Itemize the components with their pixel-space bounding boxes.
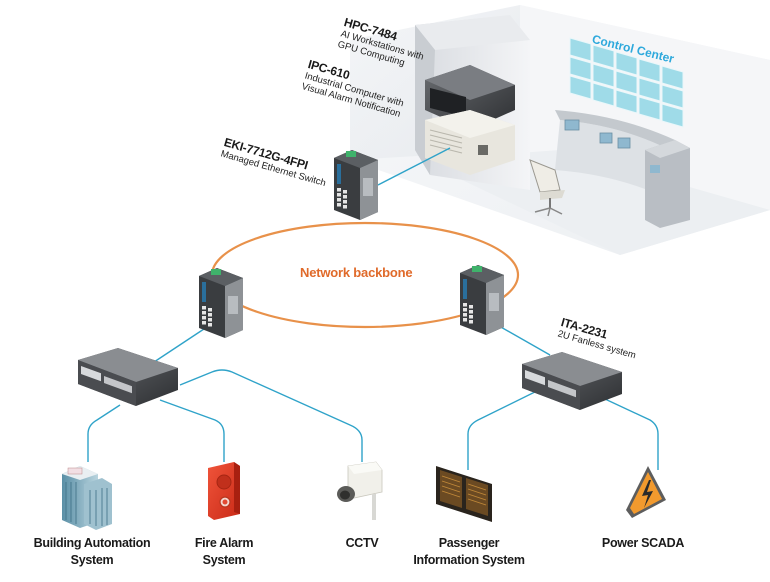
control-desk [555, 110, 690, 228]
link-ita-to-scada [589, 391, 659, 470]
video-wall [569, 37, 684, 128]
video-wall-panel [592, 63, 615, 88]
video-wall-panel [615, 89, 638, 114]
managed-switch-right[interactable] [460, 265, 504, 335]
video-wall-panel [569, 37, 592, 62]
network-backbone-label: Network backbone [300, 265, 413, 280]
link-left-server-to-cctv [179, 369, 363, 462]
endpoint-label-fire-alarm: Fire Alarm System [174, 535, 274, 569]
video-wall-panel [661, 65, 684, 90]
video-wall-panel [569, 75, 592, 100]
building-icon [62, 466, 112, 530]
endpoint-label-line2: Information System [413, 553, 525, 567]
passenger-display-icon [436, 466, 492, 522]
endpoint-label-cctv: CCTV [322, 535, 402, 552]
endpoint-label-line1: Passenger [438, 536, 500, 550]
video-wall-panel [661, 84, 684, 109]
video-wall-panel [592, 82, 615, 107]
video-wall-panel [615, 70, 638, 95]
endpoint-label-line1: Building Automation [33, 536, 151, 550]
video-wall-panel [592, 44, 615, 69]
video-wall-panel [661, 103, 684, 128]
link-left-server-to-fire-alarm [159, 399, 225, 462]
video-wall-panel [569, 56, 592, 81]
ita-2231-server[interactable] [522, 352, 622, 410]
ipc-610-chassis [425, 110, 515, 175]
link-ita-to-passenger [467, 386, 546, 470]
link-switch-to-ipc [377, 147, 451, 186]
fire-alarm-icon [208, 462, 240, 520]
managed-switch-left[interactable] [199, 268, 243, 338]
video-wall-panel [638, 96, 661, 121]
video-wall-panel [615, 51, 638, 76]
endpoint-label-line1: Fire Alarm [194, 536, 254, 550]
video-wall-panel [638, 77, 661, 102]
endpoint-label-line1: Power SCADA [601, 536, 685, 550]
managed-switch-top[interactable] [334, 150, 378, 220]
endpoint-label-line1: CCTV [345, 536, 379, 550]
endpoint-label-line2: System [202, 553, 246, 567]
high-voltage-warning-icon [626, 466, 666, 518]
cctv-camera-icon [337, 461, 383, 520]
endpoint-label-passenger-info: Passenger Information System [404, 535, 534, 569]
endpoint-label-power-scada: Power SCADA [588, 535, 698, 552]
chair [529, 159, 565, 217]
video-wall-panel [638, 58, 661, 83]
endpoint-label-building-automation: Building Automation System [22, 535, 162, 569]
endpoint-label-line2: System [70, 553, 114, 567]
left-fanless-server[interactable] [78, 348, 178, 406]
hpc-7484-chassis [425, 65, 515, 130]
link-left-server-to-building [87, 404, 121, 462]
